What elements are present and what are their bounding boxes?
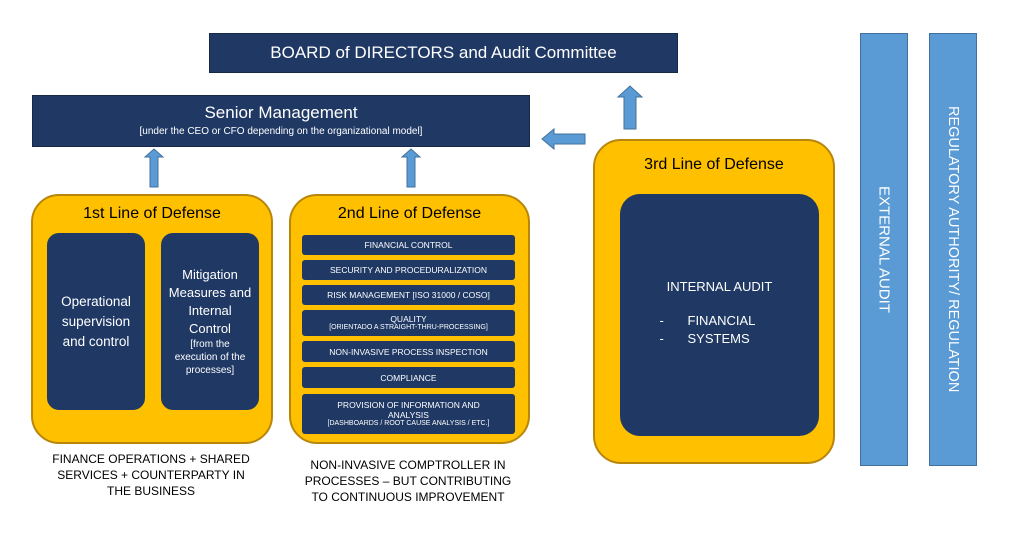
item-label: NON-INVASIVE PROCESS INSPECTION <box>329 346 488 357</box>
bullet-dash: - <box>659 331 664 346</box>
board-label: BOARD of DIRECTORS and Audit Committee <box>270 43 617 62</box>
internal-audit-bullets: - FINANCIAL - SYSTEMS <box>660 312 780 348</box>
box-a-line: Operational <box>61 293 131 309</box>
bullet-dash: - <box>659 313 664 328</box>
bullet-label: FINANCIAL <box>687 313 756 328</box>
box-a-line: and control <box>62 333 130 349</box>
bullet-item: - FINANCIAL <box>660 312 780 330</box>
financial-control-item: FINANCIAL CONTROL <box>302 235 515 255</box>
regulatory-label: REGULATORY AUTHORITY/ REGULATION <box>945 106 961 393</box>
first-line-of-defense: 1st Line of Defense Operational supervis… <box>31 194 273 444</box>
senior-management-title: Senior Management <box>204 103 358 122</box>
caption-line: SERVICES + COUNTERPARTY IN <box>57 468 245 482</box>
item-label: RISK MANAGEMENT [ISO 31000 / COSO] <box>327 290 490 300</box>
first-line-caption: FINANCE OPERATIONS + SHARED SERVICES + C… <box>20 451 282 499</box>
caption-line: FINANCE OPERATIONS + SHARED <box>52 452 250 466</box>
box-b-line: Internal <box>188 303 232 318</box>
compliance-item: COMPLIANCE <box>302 367 515 388</box>
external-audit-bar: EXTERNAL AUDIT <box>860 33 908 466</box>
operational-supervision-box: Operational supervision and control <box>47 233 145 410</box>
box-b-small-line: processes] <box>185 365 235 376</box>
item-label: QUALITY <box>390 314 427 324</box>
up-arrow-line1 <box>143 148 165 188</box>
caption-line: THE BUSINESS <box>106 484 196 498</box>
quality-item: QUALITY [ORIENTADO A STRAIGHT-THRU-PROCE… <box>302 310 515 336</box>
bullet-label: SYSTEMS <box>687 331 750 346</box>
item-label: FINANCIAL CONTROL <box>364 240 453 250</box>
process-inspection-item: NON-INVASIVE PROCESS INSPECTION <box>302 341 515 362</box>
internal-audit-title: INTERNAL AUDIT <box>666 279 773 294</box>
up-arrow-line3 <box>616 85 644 130</box>
box-b-small-line: execution of the <box>174 352 246 363</box>
caption-line: NON-INVASIVE COMPTROLLER IN <box>310 458 506 472</box>
first-line-title: 1st Line of Defense <box>83 205 221 222</box>
item-label: PROVISION OF INFORMATION AND <box>337 400 480 410</box>
box-b-line: Control <box>189 321 231 336</box>
item-sublabel: [ORIENTADO A STRAIGHT-THRU-PROCESSING] <box>329 324 488 331</box>
second-line-caption: NON-INVASIVE COMPTROLLER IN PROCESSES – … <box>283 457 533 505</box>
item-label: COMPLIANCE <box>380 372 437 383</box>
caption-line: PROCESSES – BUT CONTRIBUTING <box>304 474 512 488</box>
item-sublabel: [DASHBOARDS / ROOT CAUSE ANALYSIS / ETC.… <box>327 420 490 427</box>
mitigation-measures-box: Mitigation Measures and Internal Control… <box>161 233 259 410</box>
board-of-directors-box: BOARD of DIRECTORS and Audit Committee <box>209 33 678 73</box>
up-arrow-line2 <box>400 148 422 188</box>
senior-management-box: Senior Management [under the CEO or CFO … <box>32 95 530 147</box>
left-arrow-line3 <box>541 127 586 151</box>
item-label: SECURITY AND PROCEDURALIZATION <box>330 265 487 275</box>
second-line-title: 2nd Line of Defense <box>337 205 482 222</box>
bullet-item: - SYSTEMS <box>660 330 780 348</box>
third-line-title: 3rd Line of Defense <box>644 156 784 173</box>
caption-line: TO CONTINUOUS IMPROVEMENT <box>311 490 505 504</box>
box-b-small-line: [from the <box>190 339 230 350</box>
senior-management-subtitle: [under the CEO or CFO depending on the o… <box>139 126 423 137</box>
item-label-2: ANALYSIS <box>388 410 429 420</box>
box-b-line: Measures and <box>168 285 252 300</box>
internal-audit-box: INTERNAL AUDIT - FINANCIAL - SYSTEMS <box>620 194 819 436</box>
box-a-line: supervision <box>61 313 131 329</box>
box-b-line: Mitigation <box>182 267 238 282</box>
security-item: SECURITY AND PROCEDURALIZATION <box>302 260 515 280</box>
third-line-of-defense: 3rd Line of Defense INTERNAL AUDIT - FIN… <box>593 139 835 464</box>
external-audit-label: EXTERNAL AUDIT <box>875 186 893 313</box>
regulatory-authority-bar: REGULATORY AUTHORITY/ REGULATION <box>929 33 977 466</box>
risk-management-item: RISK MANAGEMENT [ISO 31000 / COSO] <box>302 285 515 305</box>
second-line-of-defense: 2nd Line of Defense FINANCIAL CONTROL SE… <box>289 194 530 444</box>
provision-information-item: PROVISION OF INFORMATION AND ANALYSIS [D… <box>302 394 515 434</box>
